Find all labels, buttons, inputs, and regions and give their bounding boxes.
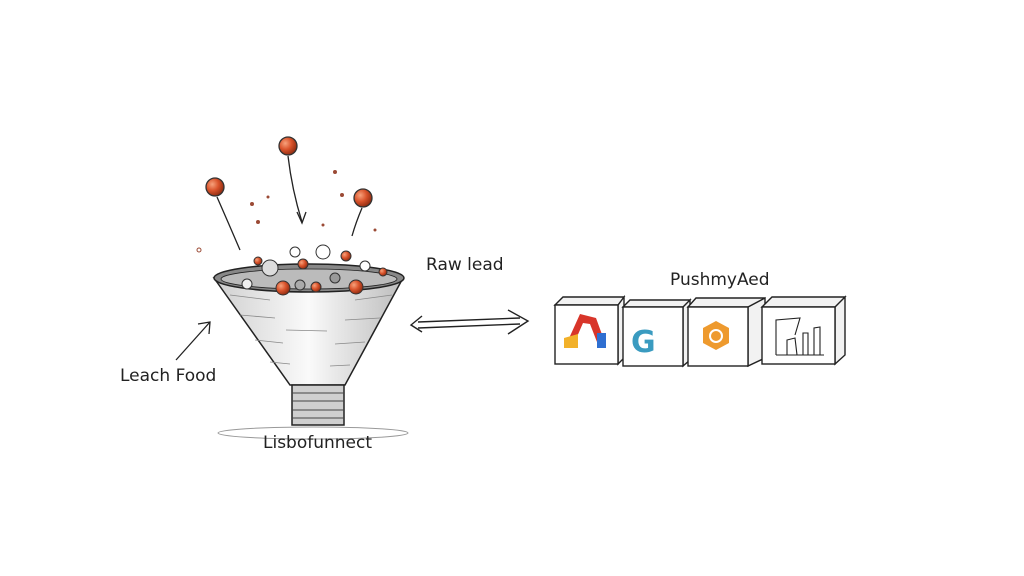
tool-box-4 xyxy=(760,295,847,366)
destination-title: PushmyAed xyxy=(670,270,770,290)
funnel-icon xyxy=(212,263,409,440)
tool-box-3 xyxy=(686,296,766,368)
leach-food-label: Leach Food xyxy=(120,366,216,386)
particles xyxy=(196,170,377,253)
leads-in-funnel xyxy=(241,244,388,296)
balloons xyxy=(205,136,373,251)
double-arrow-icon xyxy=(409,309,530,335)
arrow-into-funnel-icon xyxy=(175,321,211,361)
orange-hexagon-gear-icon xyxy=(703,321,729,350)
tool-box-1 xyxy=(553,294,626,366)
colorful-arch-icon xyxy=(564,314,606,348)
raw-lead-label: Raw lead xyxy=(426,255,504,275)
funnel-caption: Lisbofunnect xyxy=(263,433,372,453)
g-logo-icon: G xyxy=(631,325,656,360)
tool-box-2: G xyxy=(621,298,692,368)
bar-chart-sketch-icon xyxy=(775,317,824,356)
